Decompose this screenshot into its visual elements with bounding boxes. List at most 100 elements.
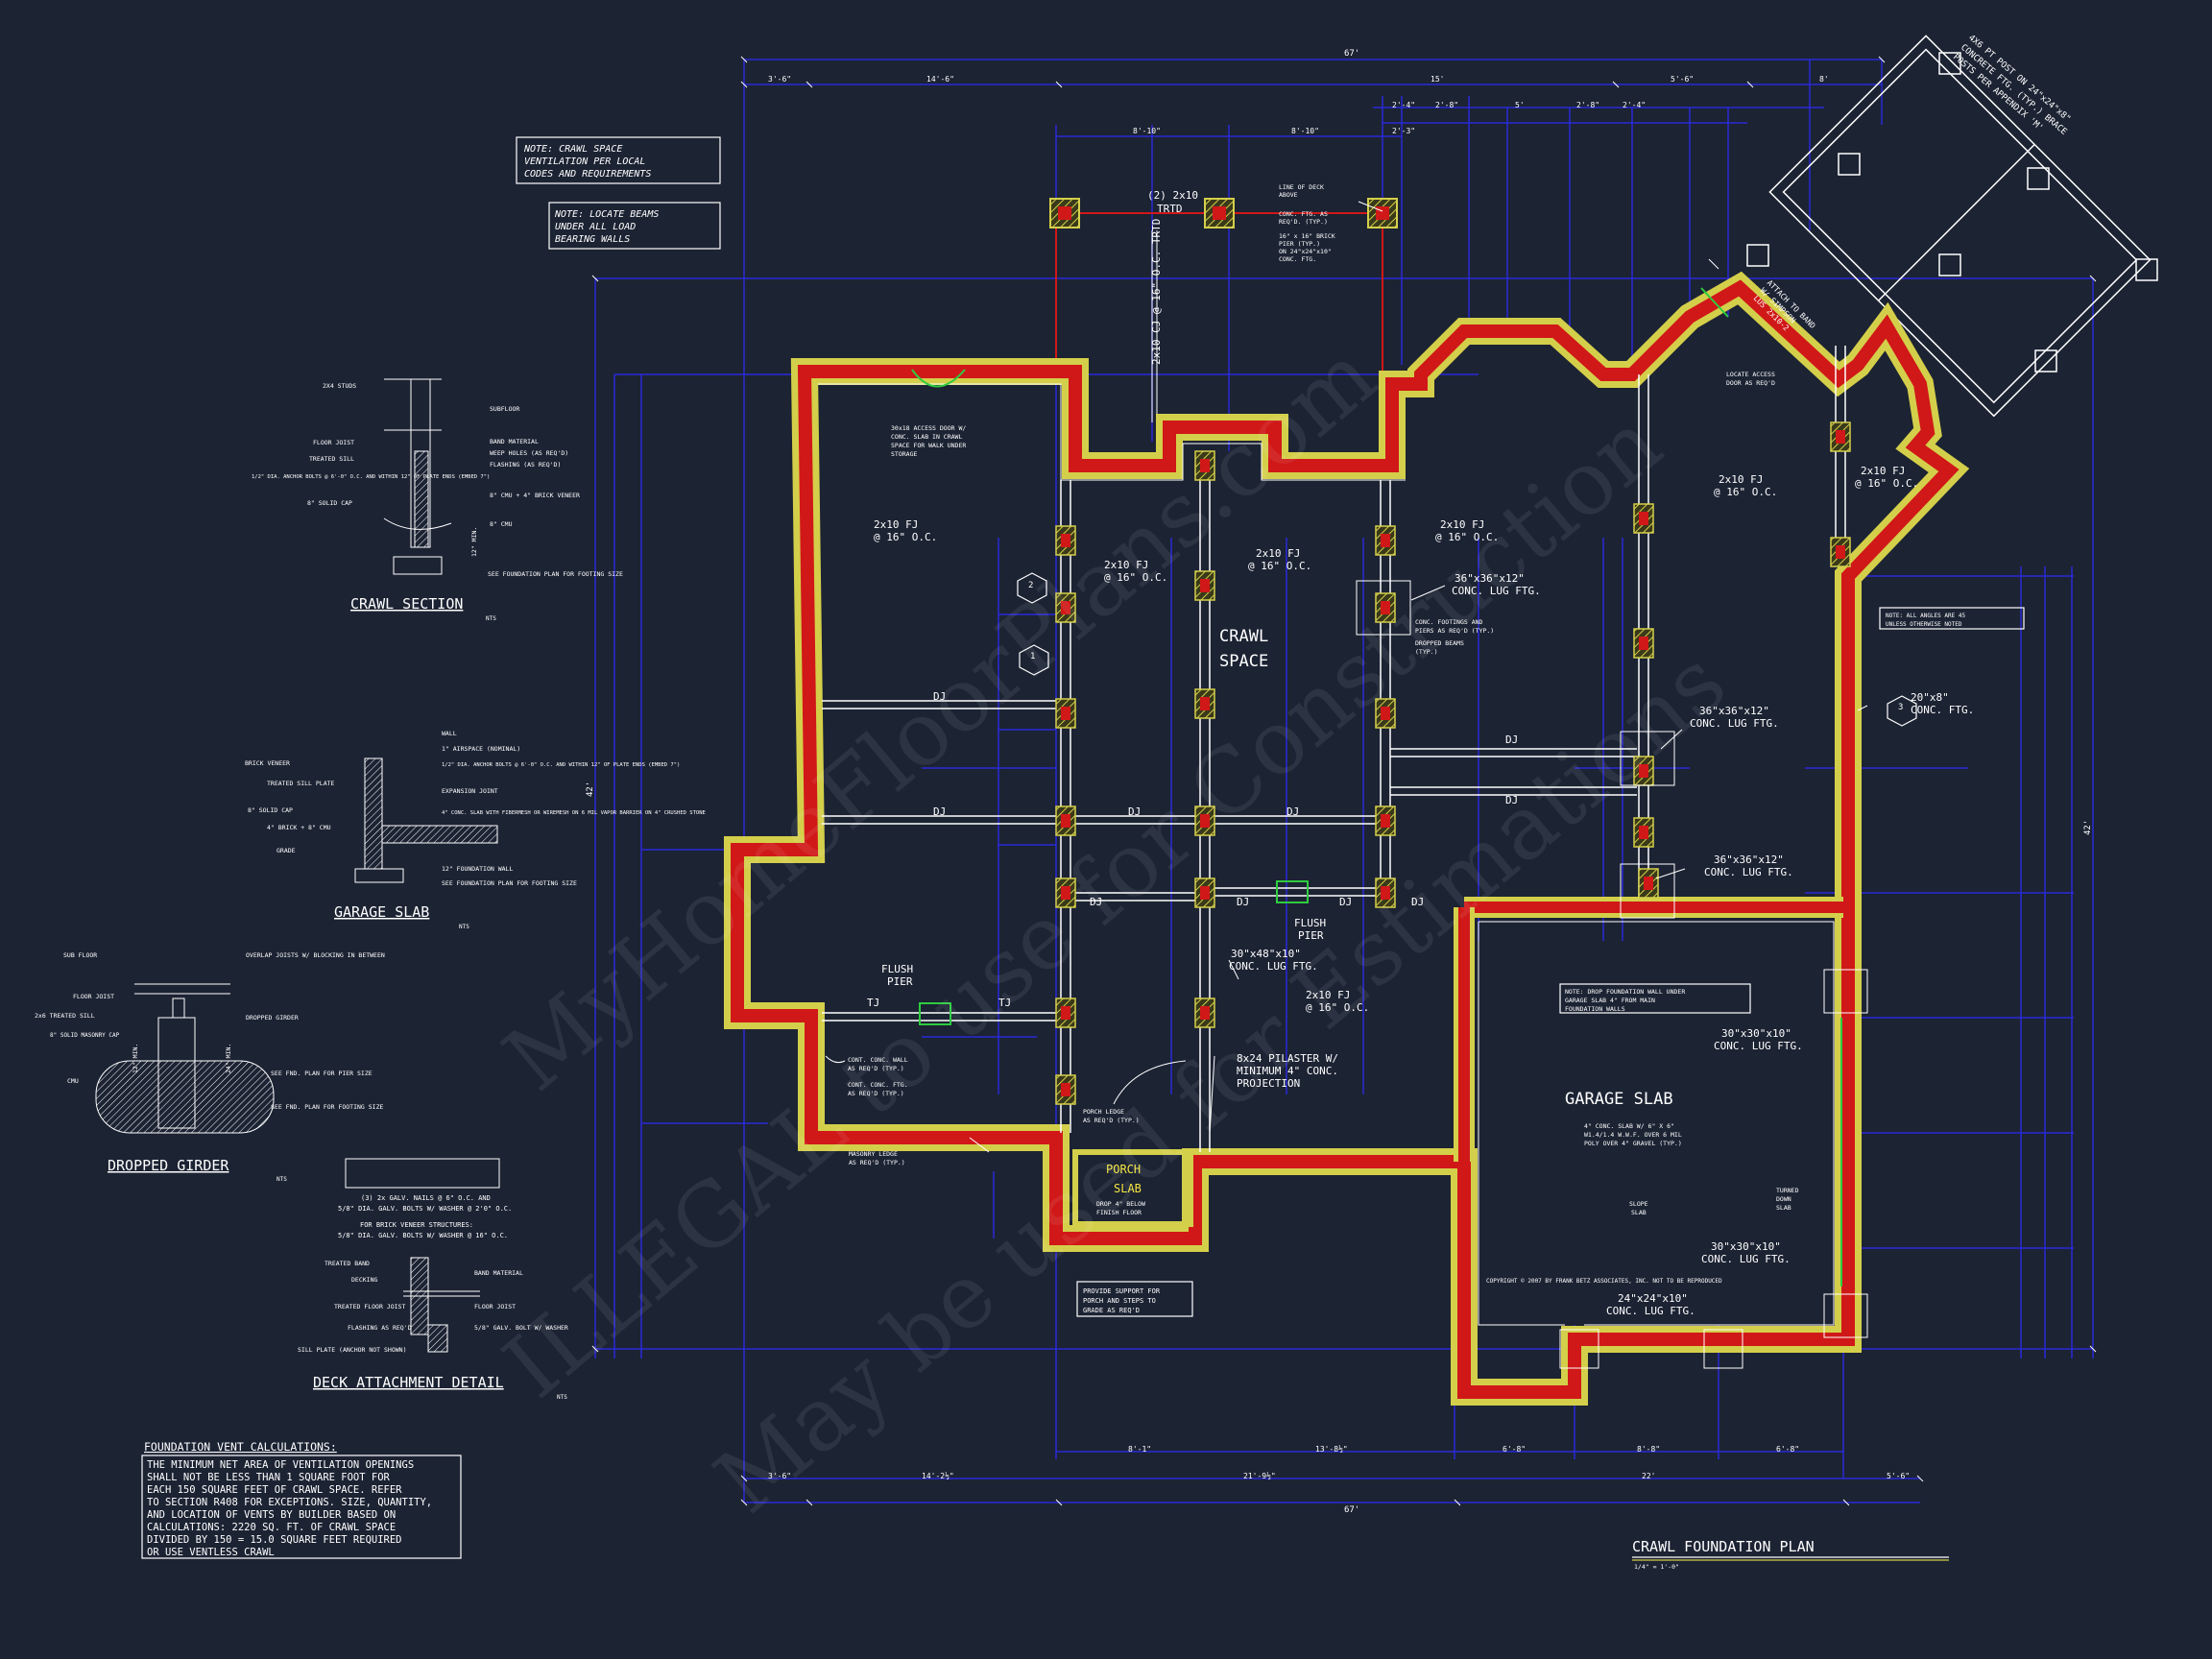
dim-bot-3: 21'-9½" bbox=[1243, 1471, 1276, 1480]
cs-label-12: SEE FOUNDATION PLAN FOR FOOTING SIZE bbox=[488, 570, 623, 578]
ftg-3048-1: 30"x48"x10" bbox=[1231, 948, 1301, 960]
gs-label-11: 12" FOUNDATION WALL bbox=[442, 865, 513, 873]
deck-joists: 2x10 CJ @ 16" O.C. TRTD bbox=[1150, 219, 1163, 365]
dg-label-5: DROPPED GIRDER bbox=[246, 1014, 299, 1022]
gs-label-8: 4" CONC. SLAB WITH FIBERMESH OR WIREMESH… bbox=[442, 810, 706, 816]
fj-2-b: @ 16" O.C. bbox=[1104, 571, 1167, 584]
gs-label-3: 1" AIRSPACE (NOMINAL) bbox=[442, 745, 520, 753]
dim-top-1: 3'-6" bbox=[768, 75, 791, 84]
gs-label-1: WALL bbox=[442, 730, 457, 737]
note-crawl-vent-1: NOTE: CRAWL SPACE bbox=[523, 144, 622, 155]
dim-top-overall: 67' bbox=[1344, 49, 1359, 59]
note-access-door-4: STORAGE bbox=[891, 450, 917, 458]
flush-pier-b-1: FLUSH bbox=[881, 963, 913, 975]
cs-label-11: 8" CMU bbox=[490, 520, 513, 528]
da-label-3: DECKING bbox=[351, 1276, 377, 1284]
vent-calc-line-2: SHALL NOT BE LESS THAN 1 SQUARE FOOT FOR bbox=[147, 1472, 391, 1483]
dg-label-4: 2x6 TREATED SILL bbox=[35, 1012, 95, 1020]
ftg-36b-2: CONC. LUG FTG. bbox=[1690, 717, 1779, 730]
dim-row2-4: 2'-4" bbox=[1392, 101, 1415, 109]
cont-ftg-2: AS REQ'D (TYP.) bbox=[848, 1090, 904, 1097]
dj-9: DJ bbox=[1339, 896, 1352, 908]
fj-7-a: 2x10 FJ bbox=[1306, 989, 1350, 1001]
deck-note-3: CONC. FTG. AS bbox=[1279, 210, 1328, 218]
dj-5: DJ bbox=[1505, 733, 1518, 746]
dj-2: DJ bbox=[933, 805, 946, 818]
dg-label-8: SEE FND. PLAN FOR PIER SIZE bbox=[271, 1070, 373, 1077]
fj-5-b: @ 16" O.C. bbox=[1714, 486, 1777, 498]
dim-bot2-4: 8'-8" bbox=[1637, 1445, 1660, 1454]
dropped-beams-1: DROPPED BEAMS bbox=[1415, 639, 1464, 647]
leader-lines bbox=[825, 201, 1868, 1153]
ftg-36a-2: CONC. LUG FTG. bbox=[1452, 585, 1541, 597]
fj-4-b: @ 16" O.C. bbox=[1435, 531, 1499, 543]
dim-bot2-3: 6'-8" bbox=[1503, 1445, 1526, 1454]
dg-label-3: FLOOR JOIST bbox=[73, 993, 114, 1000]
porch-drop-2: FINISH FLOOR bbox=[1096, 1209, 1142, 1216]
dim-bot-1: 3'-6" bbox=[768, 1472, 791, 1480]
ftg-3030b-2: CONC. LUG FTG. bbox=[1701, 1253, 1791, 1265]
fj-1-a: 2x10 FJ bbox=[874, 518, 918, 531]
dj-8: DJ bbox=[1237, 896, 1249, 908]
da-label-1: TREATED BAND bbox=[325, 1260, 370, 1267]
dim-bottom-overall: 67' bbox=[1344, 1505, 1359, 1515]
dim-row2-1: 8'-10" bbox=[1133, 127, 1161, 135]
detail-graphics bbox=[95, 378, 500, 1353]
dim-bot2-2: 13'-8½" bbox=[1315, 1444, 1348, 1454]
dim-row2-7: 2'-8" bbox=[1576, 101, 1599, 109]
cs-label-3: FLOOR JOIST bbox=[313, 439, 354, 446]
fj-3-a: 2x10 FJ bbox=[1256, 547, 1300, 560]
note-porch-support-2: PORCH AND STEPS TO bbox=[1083, 1297, 1156, 1305]
dj-6: DJ bbox=[1505, 794, 1518, 806]
da-label-7: 5/8" GALV. BOLT W/ WASHER bbox=[474, 1324, 568, 1332]
vent-calc-line-8: OR USE VENTLESS CRAWL bbox=[147, 1547, 275, 1558]
note-porch-support-3: GRADE AS REQ'D bbox=[1083, 1307, 1140, 1314]
fj-4-a: 2x10 FJ bbox=[1440, 518, 1484, 531]
ftg-3030a-1: 30"x30"x10" bbox=[1721, 1027, 1791, 1040]
dg-label-1: SUB FLOOR bbox=[63, 951, 97, 959]
turned-down-3: SLAB bbox=[1776, 1204, 1791, 1212]
foundation-walls bbox=[724, 271, 1970, 1406]
girder-nailing-4: 5/8" DIA. GALV. BOLTS W/ WASHER @ 16" O.… bbox=[338, 1232, 508, 1239]
gs-label-10: GRADE bbox=[276, 847, 296, 854]
dim-row2-3: 2'-3" bbox=[1392, 127, 1415, 135]
vent-calc-line-1: THE MINIMUM NET AREA OF VENTILATION OPEN… bbox=[147, 1459, 414, 1471]
dim-bot-2: 14'-2½" bbox=[922, 1471, 954, 1480]
crawl-section-nts: NTS bbox=[486, 615, 496, 622]
porch-ledge-2: AS REQ'D (TYP.) bbox=[1083, 1117, 1140, 1124]
sheet-scale: 1/4" = 1'-0" bbox=[1634, 1563, 1679, 1571]
vent-calc-line-4: TO SECTION R408 FOR EXCEPTIONS. SIZE, QU… bbox=[147, 1497, 432, 1508]
dropped-girder-title: DROPPED GIRDER bbox=[108, 1157, 229, 1174]
pilaster-2: MINIMUM 4" CONC. bbox=[1237, 1065, 1338, 1077]
dim-row2-2: 8'-10" bbox=[1291, 127, 1319, 135]
label-crawl: CRAWL bbox=[1219, 627, 1268, 646]
dj-1: DJ bbox=[933, 690, 946, 703]
rear-deck bbox=[1049, 35, 2158, 422]
ftg-36a-1: 36"x36"x12" bbox=[1455, 572, 1525, 585]
deck-beam-2: TRTD bbox=[1157, 203, 1183, 215]
dg-label-7: CMU bbox=[67, 1077, 79, 1085]
cont-wall-1: CONT. CONC. WALL bbox=[848, 1056, 908, 1064]
ftg-3048-2: CONC. LUG FTG. bbox=[1229, 960, 1318, 973]
vent-calc-line-6: CALCULATIONS: 2220 SQ. FT. OF CRAWL SPAC… bbox=[147, 1522, 396, 1533]
note-boxes bbox=[141, 136, 2025, 1559]
cs-label-1: 2X4 STUDS bbox=[323, 382, 356, 390]
gs-label-12: SEE FOUNDATION PLAN FOR FOOTING SIZE bbox=[442, 879, 577, 887]
cs-label-7: FLASHING (AS REQ'D) bbox=[490, 461, 561, 469]
flush-pier-a-1: FLUSH bbox=[1294, 917, 1326, 929]
dim-row2-6: 5' bbox=[1515, 101, 1525, 109]
conc-ftgs-2: PIERS AS REQ'D (TYP.) bbox=[1415, 627, 1494, 635]
fj-2-a: 2x10 FJ bbox=[1104, 559, 1148, 571]
note-angles-1: NOTE: ALL ANGLES ARE 45 bbox=[1886, 613, 1965, 619]
note-access-door-3: SPACE FOR WALK UNDER bbox=[891, 442, 966, 449]
ftg-2424-2: CONC. LUG FTG. bbox=[1606, 1305, 1695, 1317]
callout-markers bbox=[1017, 572, 1917, 727]
marker-3: 3 bbox=[1898, 703, 1903, 712]
tj-1: TJ bbox=[867, 997, 879, 1009]
cs-label-9: 8" SOLID CAP bbox=[307, 499, 352, 507]
marker-2: 2 bbox=[1028, 581, 1033, 590]
dropped-girder-nts: NTS bbox=[276, 1176, 287, 1183]
note-angles-2: UNLESS OTHERWISE NOTED bbox=[1886, 621, 1962, 628]
cs-label-8: 1/2" DIA. ANCHOR BOLTS @ 6'-0" O.C. AND … bbox=[252, 474, 490, 480]
dim-top-2: 14'-6" bbox=[926, 75, 954, 84]
